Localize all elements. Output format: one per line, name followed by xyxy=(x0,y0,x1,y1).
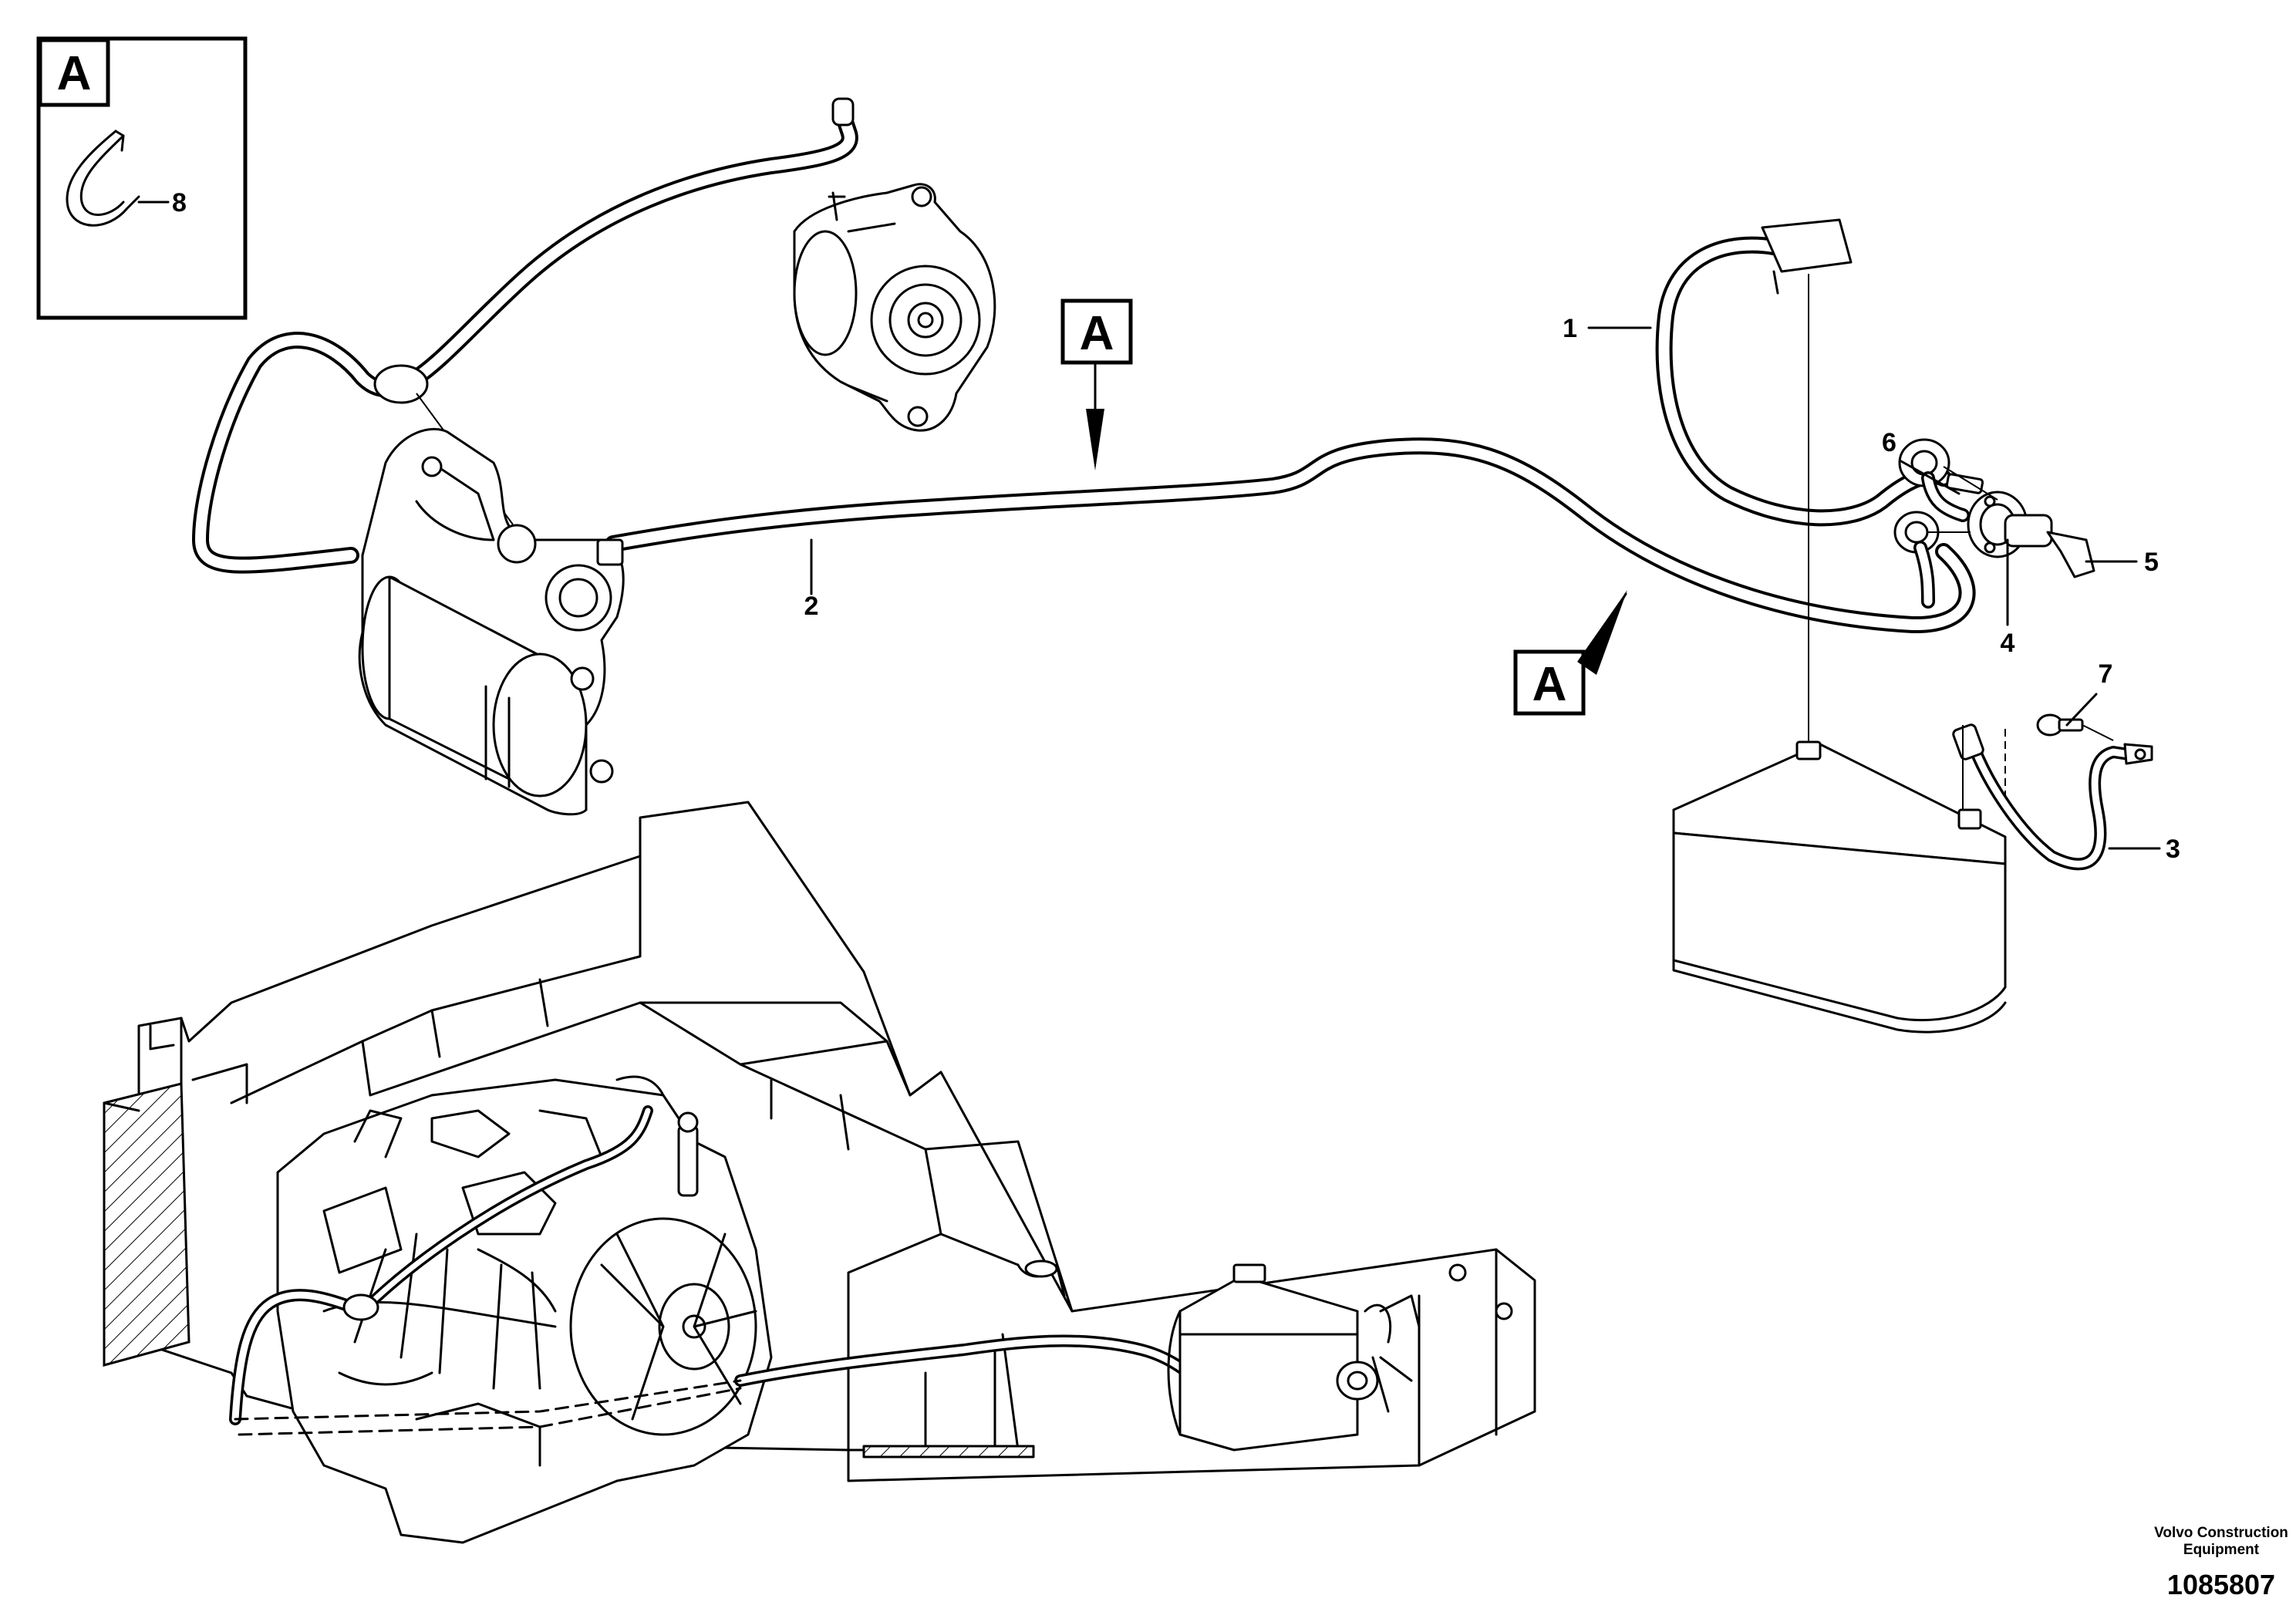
callout-7: 7 xyxy=(2099,659,2113,689)
screw-7-icon xyxy=(2036,713,2114,741)
cable-1 xyxy=(1655,218,1952,527)
switch-key xyxy=(2046,531,2095,578)
cable-boot xyxy=(373,364,429,404)
cable-2 xyxy=(605,437,1976,634)
inset-label-box xyxy=(38,38,110,107)
alternator-icon xyxy=(793,183,996,432)
engine-icon xyxy=(276,1078,773,1544)
view-marker-a-upper: A xyxy=(1060,298,1133,470)
counterweight-hatch xyxy=(103,1082,190,1367)
callout-8: 8 xyxy=(172,188,187,218)
cable-3 xyxy=(1952,723,2153,871)
callout-leaders xyxy=(810,326,2161,850)
callout-5: 5 xyxy=(2144,548,2159,577)
inset-detail-a: A 8 xyxy=(36,36,248,320)
starter-motor-icon xyxy=(358,427,625,816)
battery-icon xyxy=(1672,740,2007,1034)
overview-battery-icon xyxy=(1167,1263,1421,1452)
screw-6 xyxy=(1945,473,1984,494)
callout-6: 6 xyxy=(1882,428,1896,457)
svg-text:A: A xyxy=(1080,307,1114,360)
footer: Volvo Construction Equipment 1085807 xyxy=(2154,1525,2288,1600)
battery-cable-clamp xyxy=(1761,218,1853,273)
brand-line-2: Equipment xyxy=(2183,1542,2260,1558)
callout-1: 1 xyxy=(1563,314,1577,343)
inset-label: A xyxy=(57,47,92,100)
cable-alternator xyxy=(192,97,858,574)
svg-text:A: A xyxy=(1532,658,1567,711)
alternator-terminal xyxy=(831,97,855,126)
callout-2: 2 xyxy=(804,592,819,621)
callout-4: 4 xyxy=(2001,629,2015,658)
brand-line-1: Volvo Construction xyxy=(2154,1525,2288,1541)
cable-tie-icon xyxy=(66,130,140,227)
document-number: 1085807 xyxy=(2167,1569,2275,1600)
callout-3: 3 xyxy=(2166,835,2180,864)
view-marker-a-lower: A xyxy=(1513,590,1627,716)
main-switch-icon xyxy=(1893,438,2095,609)
